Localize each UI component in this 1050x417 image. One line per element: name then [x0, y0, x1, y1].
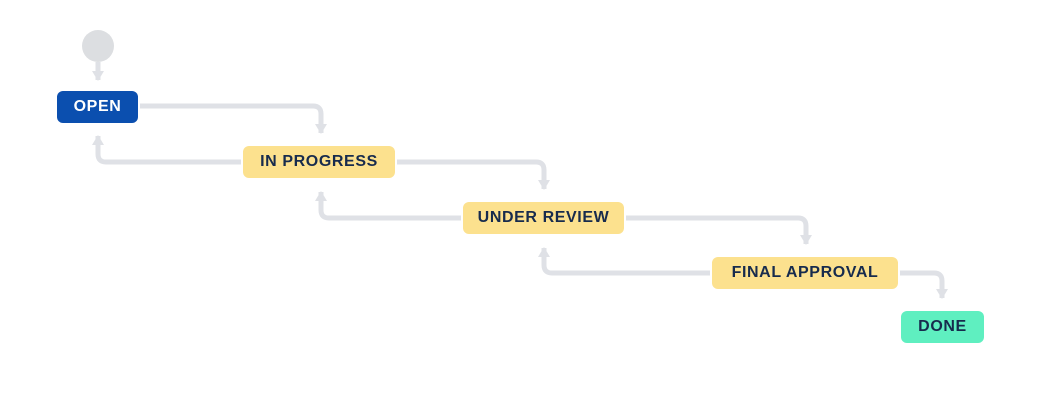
- status-node-final-approval-label: FINAL APPROVAL: [731, 264, 879, 281]
- edge-open-to-in-progress: [140, 103, 327, 134]
- status-node-done-label: DONE: [918, 318, 967, 335]
- status-node-in-progress[interactable]: IN PROGRESS: [243, 146, 395, 178]
- status-node-open-label: OPEN: [73, 98, 122, 115]
- edge-final-approval-to-done: [900, 270, 948, 299]
- status-node-open[interactable]: OPEN: [57, 91, 138, 123]
- status-node-under-review[interactable]: UNDER REVIEW: [463, 202, 624, 234]
- edge-under-review-to-final-approval: [626, 215, 812, 245]
- status-node-done[interactable]: DONE: [901, 311, 984, 343]
- start-node-circle: [82, 30, 114, 62]
- edge-in-progress-to-under-review: [397, 159, 550, 190]
- status-node-under-review-label: UNDER REVIEW: [477, 209, 610, 226]
- edge-in-progress-to-open: [92, 135, 241, 165]
- status-node-in-progress-label: IN PROGRESS: [260, 153, 378, 170]
- edge-under-review-to-in-progress: [315, 191, 461, 221]
- edge-final-approval-to-under-review: [538, 247, 710, 276]
- status-node-final-approval[interactable]: FINAL APPROVAL: [712, 257, 898, 289]
